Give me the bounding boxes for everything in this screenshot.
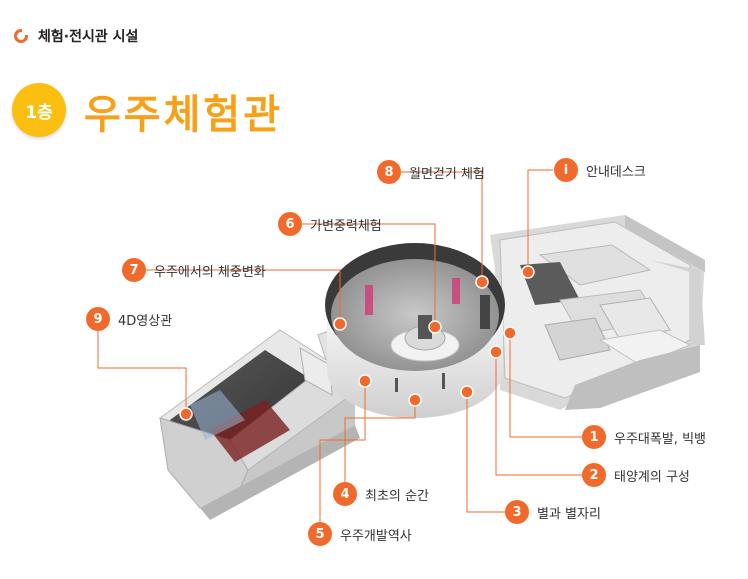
callout-number: 3 — [505, 500, 529, 524]
callout-big-bang: 1 우주대폭발, 빅뱅 — [582, 425, 706, 449]
callout-stars-constellations: 3 별과 별자리 — [505, 500, 601, 524]
callout-variable-gravity: 6 가변중력체험 — [278, 212, 382, 236]
callout-number: 5 — [308, 522, 332, 546]
floor-badge: 1층 — [12, 83, 66, 137]
callout-weight-change: 7 우주에서의 체중변화 — [122, 258, 266, 282]
callout-number: 6 — [278, 212, 302, 236]
callout-number: 9 — [86, 307, 110, 331]
callout-info-desk: i 안내데스크 — [554, 158, 646, 182]
ring-bullet-icon — [14, 29, 28, 43]
pin-markers — [179, 265, 535, 421]
4d-theater-block — [158, 329, 360, 520]
callout-text: 우주에서의 체중변화 — [154, 264, 266, 280]
callout-space-history: 5 우주개발역사 — [308, 522, 412, 546]
callout-number: 7 — [122, 258, 146, 282]
callout-4d-theater: 9 4D영상관 — [86, 307, 172, 331]
callout-moonwalk: 8 월면걷기 체험 — [377, 160, 485, 184]
section-header: 체험·전시관 시설 — [14, 22, 138, 50]
callout-first-moment: 4 최초의 순간 — [333, 482, 429, 506]
callout-text: 월면걷기 체험 — [409, 166, 485, 182]
leader-lines — [97, 169, 582, 522]
right-building — [490, 215, 705, 410]
callout-text: 가변중력체험 — [310, 218, 382, 234]
info-icon: i — [554, 158, 578, 182]
callout-number: 4 — [333, 482, 357, 506]
section-title: 체험·전시관 시설 — [38, 29, 139, 45]
callout-text: 4D영상관 — [118, 313, 173, 329]
callout-number: 8 — [377, 160, 401, 184]
callout-number: 1 — [582, 425, 606, 449]
callout-text: 별과 별자리 — [537, 506, 601, 522]
circular-hall — [325, 243, 505, 418]
callout-number: 2 — [582, 463, 606, 487]
callout-text: 안내데스크 — [586, 164, 646, 180]
callout-text: 태양계의 구성 — [614, 469, 690, 485]
callout-solar-system: 2 태양계의 구성 — [582, 463, 690, 487]
callout-text: 우주대폭발, 빅뱅 — [614, 431, 706, 447]
callout-text: 최초의 순간 — [365, 488, 429, 504]
callout-text: 우주개발역사 — [340, 528, 412, 544]
floor-title: 우주체험관 — [84, 92, 283, 138]
